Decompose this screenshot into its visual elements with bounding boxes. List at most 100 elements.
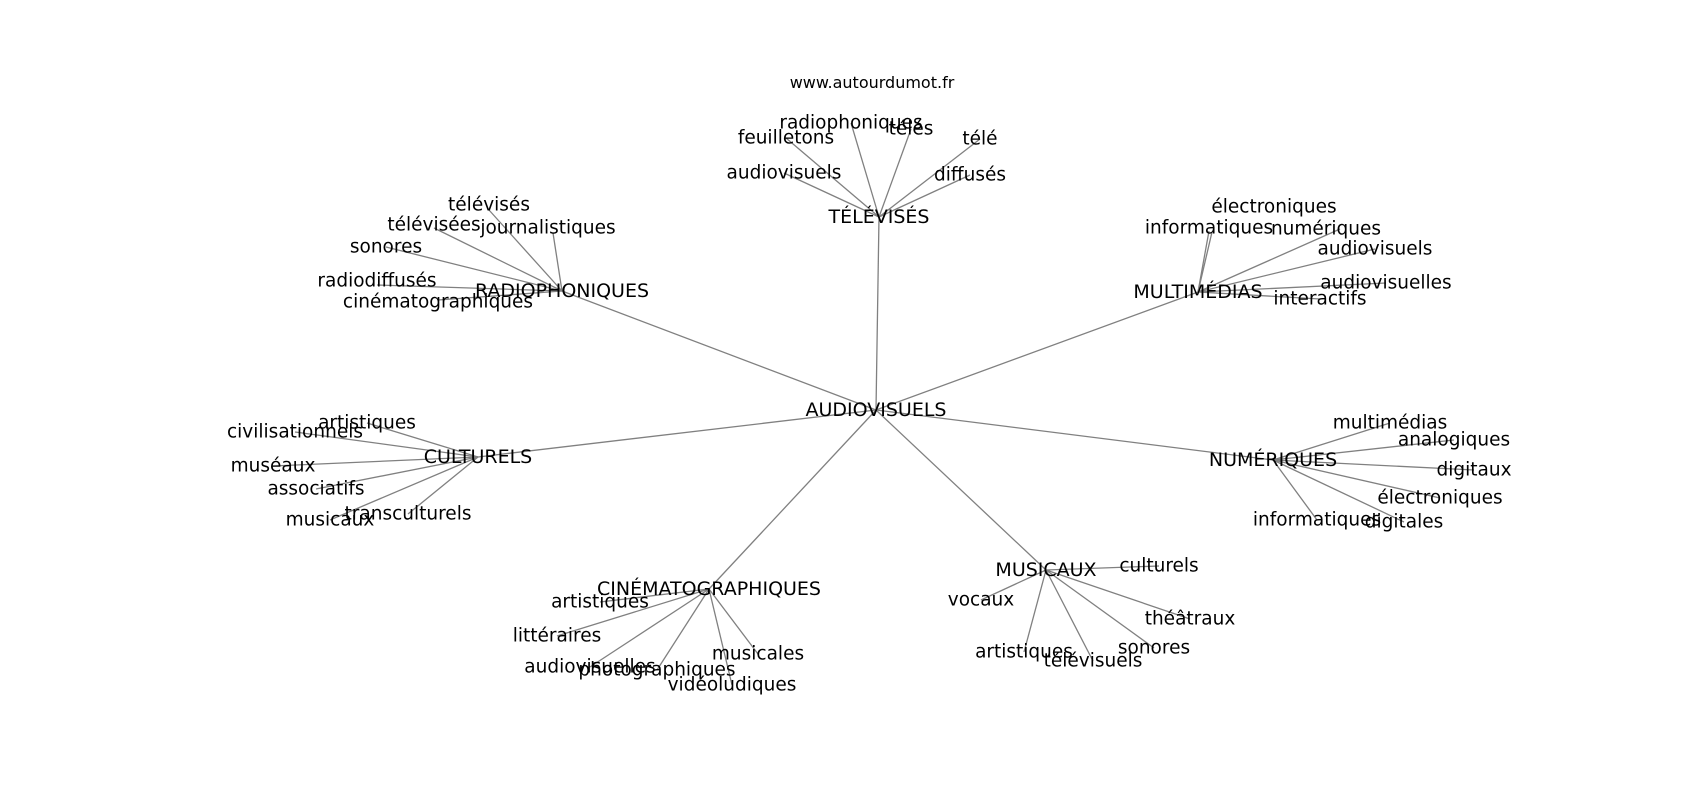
leaf-node-label: digitales (1365, 512, 1444, 533)
edge-hub-to-leaf (783, 172, 880, 218)
edge-hub-to-leaf (407, 456, 479, 515)
edge-hub-to-leaf (1272, 422, 1391, 461)
hub-node-label: CULTURELS (424, 446, 533, 468)
leaf-node-label: digitaux (1436, 460, 1511, 481)
leaf-node-label: feuilletons (738, 128, 834, 149)
edge-hub-to-leaf (599, 588, 710, 603)
leaf-node-label: audiovisuels (1318, 239, 1433, 260)
edge-center-to-hub (875, 216, 880, 411)
hub-node-label: MUSICAUX (995, 559, 1096, 581)
edge-hub-to-leaf (1272, 459, 1441, 499)
source-label: www.autourdumot.fr (790, 73, 955, 92)
leaf-node-label: diffusés (934, 165, 1006, 186)
hub-node-label: CINÉMATOGRAPHIQUES (597, 577, 821, 600)
edge-hub-to-leaf (385, 246, 563, 292)
edge-hub-to-leaf (1045, 565, 1160, 571)
center-node-label: AUDIOVISUELS (806, 399, 947, 421)
edge-center-to-hub (561, 290, 877, 411)
edge-hub-to-leaf (980, 569, 1047, 601)
edge-center-to-hub (875, 409, 1274, 461)
leaf-node-label: culturels (1119, 556, 1198, 577)
edge-hub-to-leaf (1272, 459, 1405, 523)
leaf-node-label: muséaux (231, 456, 316, 477)
edge-hub-to-leaf (1197, 282, 1387, 293)
edge-hub-to-leaf (708, 588, 759, 655)
hub-node-label: MULTIMÉDIAS (1133, 280, 1262, 303)
leaf-node-label: télévisuels (1044, 651, 1143, 672)
leaf-node-label: littéraires (513, 626, 601, 647)
edge-center-to-hub (708, 409, 877, 590)
edge-hub-to-leaf (329, 456, 479, 521)
edge-hub-to-leaf (1197, 291, 1321, 300)
leaf-node-label: associatifs (267, 479, 364, 500)
edge-hub-to-leaf (1197, 230, 1210, 293)
leaf-node-label: vidéoludiques (668, 675, 797, 696)
edge-hub-to-leaf (1045, 569, 1155, 649)
hub-node-label: NUMÉRIQUES (1209, 448, 1337, 471)
edge-center-to-hub (477, 409, 877, 458)
leaf-node-label: multimédias (1333, 413, 1448, 434)
edges-layer (272, 122, 1475, 686)
edge-hub-to-leaf (1272, 459, 1475, 471)
leaf-node-label: théâtraux (1145, 609, 1236, 630)
edge-hub-to-leaf (488, 209, 563, 292)
edge-hub-to-leaf (433, 227, 563, 292)
leaf-node-label: musicaux (286, 510, 375, 531)
labels-layer: AUDIOVISUELS TÉLÉVISÉS radiophoniquesfeuil… (227, 113, 1512, 696)
leaf-node-label: cinématographiques (343, 292, 533, 313)
leaf-node-label: musicales (712, 644, 804, 665)
leaf-node-label: audiovisuelles (1320, 273, 1451, 294)
leaf-node-label: électroniques (1377, 488, 1502, 509)
leaf-node-label: vocaux (948, 590, 1015, 611)
edge-center-to-hub (875, 291, 1199, 411)
edge-hub-to-leaf (589, 588, 710, 668)
leaf-node-label: artistiques (975, 642, 1073, 663)
leaf-node-label: audiovisuels (727, 163, 842, 184)
edge-hub-to-leaf (315, 456, 479, 490)
edge-hub-to-leaf (878, 138, 981, 218)
leaf-node-label: audiovisuelles (524, 657, 655, 678)
leaf-node-label: informatiques (1145, 218, 1273, 239)
edge-hub-to-leaf (850, 122, 880, 218)
hub-node-label: RADIOPHONIQUES (475, 280, 649, 302)
edge-hub-to-leaf (785, 137, 880, 218)
leaf-node-label: interactifs (1273, 289, 1366, 310)
leaf-node-label: sonores (350, 237, 422, 258)
edge-hub-to-leaf (1272, 439, 1455, 461)
leaf-node-label: sonores (1118, 638, 1190, 659)
leaf-node-label: radiophoniques (779, 113, 922, 134)
leaf-node-label: photographiques (578, 660, 735, 681)
leaf-node-label: transculturels (345, 504, 472, 525)
leaf-node-label: journalistiques (479, 218, 615, 239)
edge-hub-to-leaf (656, 588, 710, 671)
edge-hub-to-leaf (556, 588, 710, 637)
leaf-node-label: civilisationnels (227, 422, 363, 443)
edge-hub-to-leaf (294, 431, 479, 458)
leaf-node-label: artistiques (551, 592, 649, 613)
leaf-node-label: informatiques (1253, 510, 1381, 531)
edge-hub-to-leaf (878, 128, 912, 218)
edge-hub-to-leaf (1272, 459, 1318, 521)
edge-hub-to-leaf (366, 422, 479, 458)
edge-hub-to-leaf (1023, 569, 1047, 653)
edge-hub-to-leaf (437, 290, 563, 301)
leaf-node-label: télévisés (448, 195, 530, 216)
edge-hub-to-leaf (1045, 569, 1094, 662)
leaf-node-label: télé (962, 129, 997, 150)
edge-hub-to-leaf (1197, 248, 1376, 293)
leaf-node-label: télévisées (387, 215, 480, 236)
leaf-node-label: numériques (1271, 219, 1381, 240)
hub-node-label: TÉLÉVISÉS (828, 205, 930, 228)
edge-hub-to-leaf (272, 456, 479, 467)
edge-hub-to-leaf (878, 174, 971, 218)
edge-hub-to-leaf (376, 284, 563, 292)
leaf-node-label: analogiques (1398, 430, 1510, 451)
leaf-node-label: radiodiffusés (317, 271, 436, 292)
leaf-node-label: électroniques (1211, 197, 1336, 218)
edge-hub-to-leaf (552, 232, 563, 292)
leaf-node-label: artistiques (318, 413, 416, 434)
edge-hub-to-leaf (708, 588, 733, 686)
edge-center-to-hub (875, 409, 1047, 571)
edge-hub-to-leaf (1045, 569, 1191, 620)
